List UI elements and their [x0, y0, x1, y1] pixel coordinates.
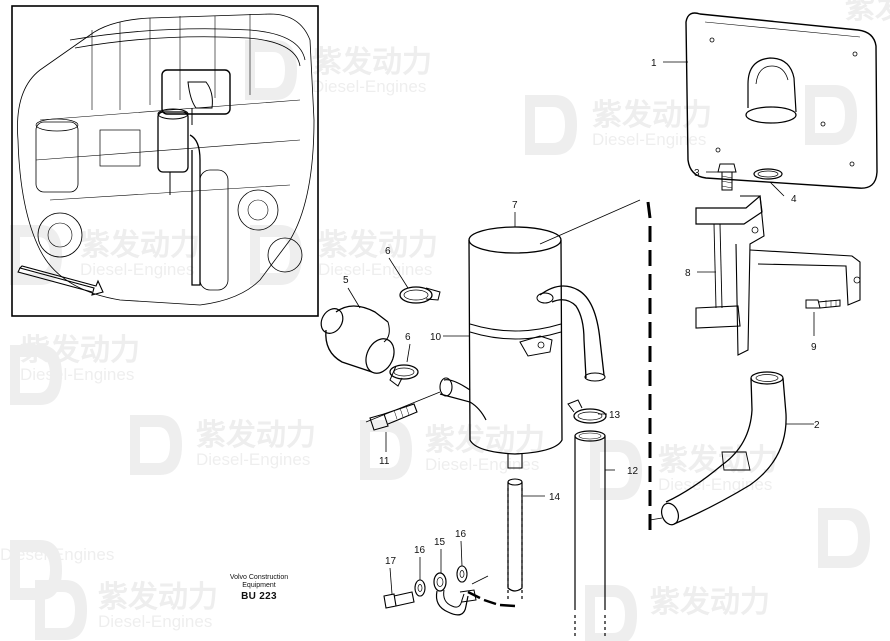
- watermark-subtext: Diesel-Engines: [658, 475, 772, 494]
- watermark-text: 紫发动力: [20, 333, 140, 368]
- leader-lines: [347, 61, 815, 595]
- watermark-text: 紫发动力: [425, 423, 545, 458]
- callout-labels: 1 2 3 4 5 6 6 7 8 9 10 11 12 13 14 15 16…: [343, 58, 820, 567]
- breather-cover-plate: [685, 12, 878, 189]
- watermark-text: 紫发动力: [312, 45, 432, 80]
- watermark-subtext: Diesel-Engines: [312, 77, 426, 96]
- tube-part-12: [574, 430, 606, 638]
- bracket-and-pipe: [660, 194, 861, 526]
- callout-5: 5: [343, 275, 349, 286]
- callout-4: 4: [791, 194, 797, 205]
- watermark-subtext: Diesel-Engines: [0, 545, 114, 564]
- callout-9: 9: [811, 342, 817, 353]
- callout-11: 11: [379, 456, 390, 467]
- callout-14: 14: [549, 492, 561, 503]
- watermark-subtext: Diesel-Engines: [196, 450, 310, 469]
- watermark-subtext: Diesel-Engines: [98, 612, 212, 631]
- caption-code: BU 223: [241, 591, 277, 602]
- callout-6-lower: 6: [405, 332, 411, 343]
- callout-6-upper: 6: [385, 246, 391, 257]
- watermark-subtext: Diesel-Engines: [80, 260, 194, 279]
- caption-company: Volvo Construction Equipment: [226, 574, 292, 590]
- watermark-text: 紫发动力: [196, 418, 316, 453]
- callout-8: 8: [685, 268, 691, 279]
- screw-part-3: [717, 163, 737, 191]
- watermark-subtext: Diesel-Engines: [20, 365, 134, 384]
- callout-7: 7: [512, 200, 518, 211]
- watermark-text: 紫发动力: [98, 580, 218, 615]
- oil-separator: [439, 226, 606, 469]
- caption-line-1: Volvo Construction: [229, 574, 289, 581]
- callout-3: 3: [694, 168, 700, 179]
- watermark-subtext: Diesel-Engines: [425, 455, 539, 474]
- banjo-fitting: [383, 565, 489, 616]
- callout-2: 2: [814, 420, 820, 431]
- clamp-part-13: [567, 399, 607, 424]
- hose-part-5: [320, 305, 395, 374]
- watermark-logo: [245, 40, 297, 100]
- watermark-subtext: Diesel-Engines: [318, 260, 432, 279]
- callout-13: 13: [609, 410, 621, 421]
- o-ring: [753, 168, 783, 180]
- watermark-subtext: Diesel-Engines: [592, 130, 706, 149]
- watermark-text: 紫发动力: [80, 228, 200, 263]
- callout-12: 12: [627, 466, 639, 477]
- assembly-lines: [365, 199, 663, 608]
- tube-part-14: [507, 478, 523, 600]
- watermark-text: 紫发动力: [318, 228, 438, 263]
- callout-10: 10: [430, 332, 442, 343]
- watermark-text: 紫发动力: [658, 443, 778, 478]
- callout-16-right: 16: [455, 529, 467, 540]
- callout-15: 15: [434, 537, 446, 548]
- hose-clamps: [389, 286, 441, 387]
- engine-inset: [11, 5, 319, 317]
- callout-1: 1: [651, 58, 657, 69]
- callout-17: 17: [385, 556, 397, 567]
- watermark-text: 紫发动力: [845, 0, 890, 26]
- screw-part-9: [805, 299, 841, 309]
- callout-16-left: 16: [414, 545, 426, 556]
- watermark-text: 紫发动力: [592, 98, 712, 133]
- caption-line-2: Equipment: [242, 582, 276, 589]
- watermark-text: 紫发动力: [650, 585, 770, 620]
